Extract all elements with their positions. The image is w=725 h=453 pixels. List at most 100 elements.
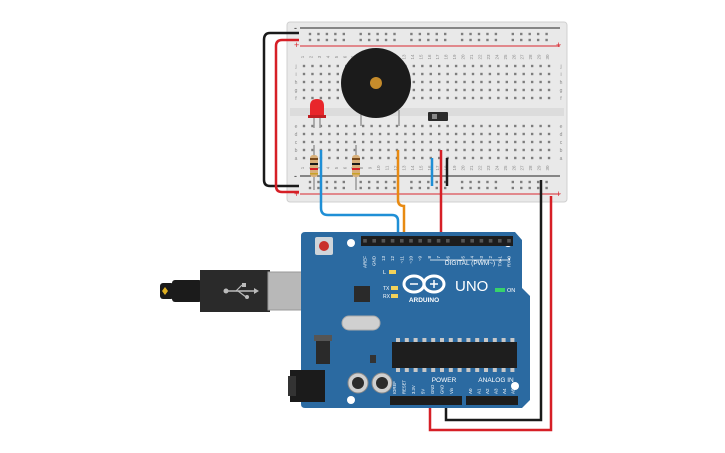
rail-hole[interactable] bbox=[359, 180, 362, 184]
rail-hole[interactable] bbox=[511, 38, 514, 42]
breadboard-hole[interactable] bbox=[319, 80, 323, 84]
rail-hole[interactable] bbox=[528, 180, 531, 184]
rail-hole[interactable] bbox=[444, 186, 447, 190]
breadboard-hole[interactable] bbox=[311, 96, 314, 100]
usb-cable[interactable] bbox=[160, 270, 305, 312]
breadboard-hole[interactable] bbox=[302, 88, 306, 92]
header-pin[interactable] bbox=[381, 239, 386, 243]
breadboard-hole[interactable] bbox=[530, 124, 534, 128]
breadboard-hole[interactable] bbox=[446, 80, 449, 84]
breadboard-hole[interactable] bbox=[547, 148, 551, 152]
rail-hole[interactable] bbox=[418, 186, 422, 190]
rail-hole[interactable] bbox=[528, 186, 531, 190]
breadboard-hole[interactable] bbox=[412, 140, 416, 144]
breadboard-hole[interactable] bbox=[488, 140, 492, 144]
rail-hole[interactable] bbox=[545, 186, 548, 190]
rail-hole[interactable] bbox=[308, 32, 312, 36]
breadboard-hole[interactable] bbox=[421, 72, 424, 76]
rail-hole[interactable] bbox=[334, 180, 337, 184]
breadboard-hole[interactable] bbox=[446, 124, 449, 128]
breadboard-hole[interactable] bbox=[505, 140, 508, 144]
buzzer[interactable] bbox=[341, 48, 411, 126]
breadboard-hole[interactable] bbox=[412, 88, 416, 92]
rail-hole[interactable] bbox=[528, 38, 531, 42]
breadboard-hole[interactable] bbox=[471, 80, 475, 84]
rail-hole[interactable] bbox=[384, 180, 388, 184]
rail-hole[interactable] bbox=[520, 32, 523, 36]
rail-hole[interactable] bbox=[393, 186, 396, 190]
rail-hole[interactable] bbox=[342, 186, 345, 190]
breadboard-hole[interactable] bbox=[345, 148, 348, 152]
breadboard-hole[interactable] bbox=[454, 96, 458, 100]
breadboard-hole[interactable] bbox=[454, 140, 458, 144]
rail-hole[interactable] bbox=[469, 186, 472, 190]
breadboard-hole[interactable] bbox=[547, 72, 551, 76]
rail-hole[interactable] bbox=[376, 180, 379, 184]
breadboard-hole[interactable] bbox=[530, 156, 534, 160]
breadboard-hole[interactable] bbox=[530, 140, 534, 144]
breadboard-hole[interactable] bbox=[353, 132, 356, 136]
led-red[interactable] bbox=[308, 99, 326, 128]
resistor-2[interactable] bbox=[352, 145, 360, 190]
breadboard-hole[interactable] bbox=[302, 148, 306, 152]
breadboard-hole[interactable] bbox=[302, 72, 306, 76]
breadboard-hole[interactable] bbox=[302, 96, 306, 100]
breadboard-hole[interactable] bbox=[319, 140, 323, 144]
rail-hole[interactable] bbox=[460, 186, 464, 190]
rail-hole[interactable] bbox=[367, 180, 371, 184]
breadboard-hole[interactable] bbox=[530, 80, 534, 84]
breadboard-hole[interactable] bbox=[530, 64, 534, 68]
breadboard-hole[interactable] bbox=[463, 156, 466, 160]
breadboard-hole[interactable] bbox=[345, 140, 348, 144]
breadboard-hole[interactable] bbox=[302, 80, 306, 84]
breadboard-hole[interactable] bbox=[336, 72, 339, 76]
breadboard-hole[interactable] bbox=[302, 132, 306, 136]
rail-hole[interactable] bbox=[342, 38, 345, 42]
breadboard-hole[interactable] bbox=[438, 72, 441, 76]
breadboard-hole[interactable] bbox=[319, 88, 323, 92]
rail-hole[interactable] bbox=[418, 38, 422, 42]
rail-hole[interactable] bbox=[317, 180, 320, 184]
rail-hole[interactable] bbox=[317, 186, 320, 190]
rail-hole[interactable] bbox=[308, 186, 312, 190]
breadboard-hole[interactable] bbox=[421, 140, 424, 144]
breadboard-hole[interactable] bbox=[454, 64, 458, 68]
header-pin[interactable] bbox=[372, 239, 376, 243]
rail-hole[interactable] bbox=[376, 186, 379, 190]
breadboard-hole[interactable] bbox=[480, 132, 483, 136]
breadboard-hole[interactable] bbox=[505, 132, 508, 136]
breadboard-hole[interactable] bbox=[522, 80, 525, 84]
breadboard-hole[interactable] bbox=[547, 88, 551, 92]
breadboard-hole[interactable] bbox=[480, 72, 483, 76]
rail-hole[interactable] bbox=[511, 186, 514, 190]
breadboard-hole[interactable] bbox=[522, 156, 525, 160]
breadboard-hole[interactable] bbox=[488, 72, 492, 76]
breadboard-hole[interactable] bbox=[319, 124, 323, 128]
rail-hole[interactable] bbox=[435, 38, 438, 42]
header-pin[interactable] bbox=[400, 239, 404, 243]
breadboard-hole[interactable] bbox=[522, 64, 525, 68]
rail-hole[interactable] bbox=[486, 32, 489, 36]
breadboard-hole[interactable] bbox=[547, 140, 551, 144]
rail-hole[interactable] bbox=[334, 38, 337, 42]
breadboard-hole[interactable] bbox=[429, 64, 432, 68]
breadboard-hole[interactable] bbox=[328, 80, 331, 84]
breadboard-hole[interactable] bbox=[361, 156, 365, 160]
breadboard-hole[interactable] bbox=[454, 148, 458, 152]
rail-hole[interactable] bbox=[486, 38, 489, 42]
breadboard-hole[interactable] bbox=[404, 132, 407, 136]
rail-hole[interactable] bbox=[359, 32, 362, 36]
rail-hole[interactable] bbox=[410, 32, 413, 36]
breadboard-hole[interactable] bbox=[429, 132, 432, 136]
breadboard-hole[interactable] bbox=[530, 132, 534, 136]
breadboard-hole[interactable] bbox=[471, 140, 475, 144]
rail-hole[interactable] bbox=[545, 38, 548, 42]
breadboard-hole[interactable] bbox=[488, 132, 492, 136]
breadboard-hole[interactable] bbox=[488, 156, 492, 160]
breadboard-hole[interactable] bbox=[438, 148, 441, 152]
header-pin[interactable] bbox=[470, 239, 474, 243]
breadboard-hole[interactable] bbox=[454, 80, 458, 84]
rail-hole[interactable] bbox=[308, 38, 312, 42]
breadboard-hole[interactable] bbox=[370, 156, 373, 160]
